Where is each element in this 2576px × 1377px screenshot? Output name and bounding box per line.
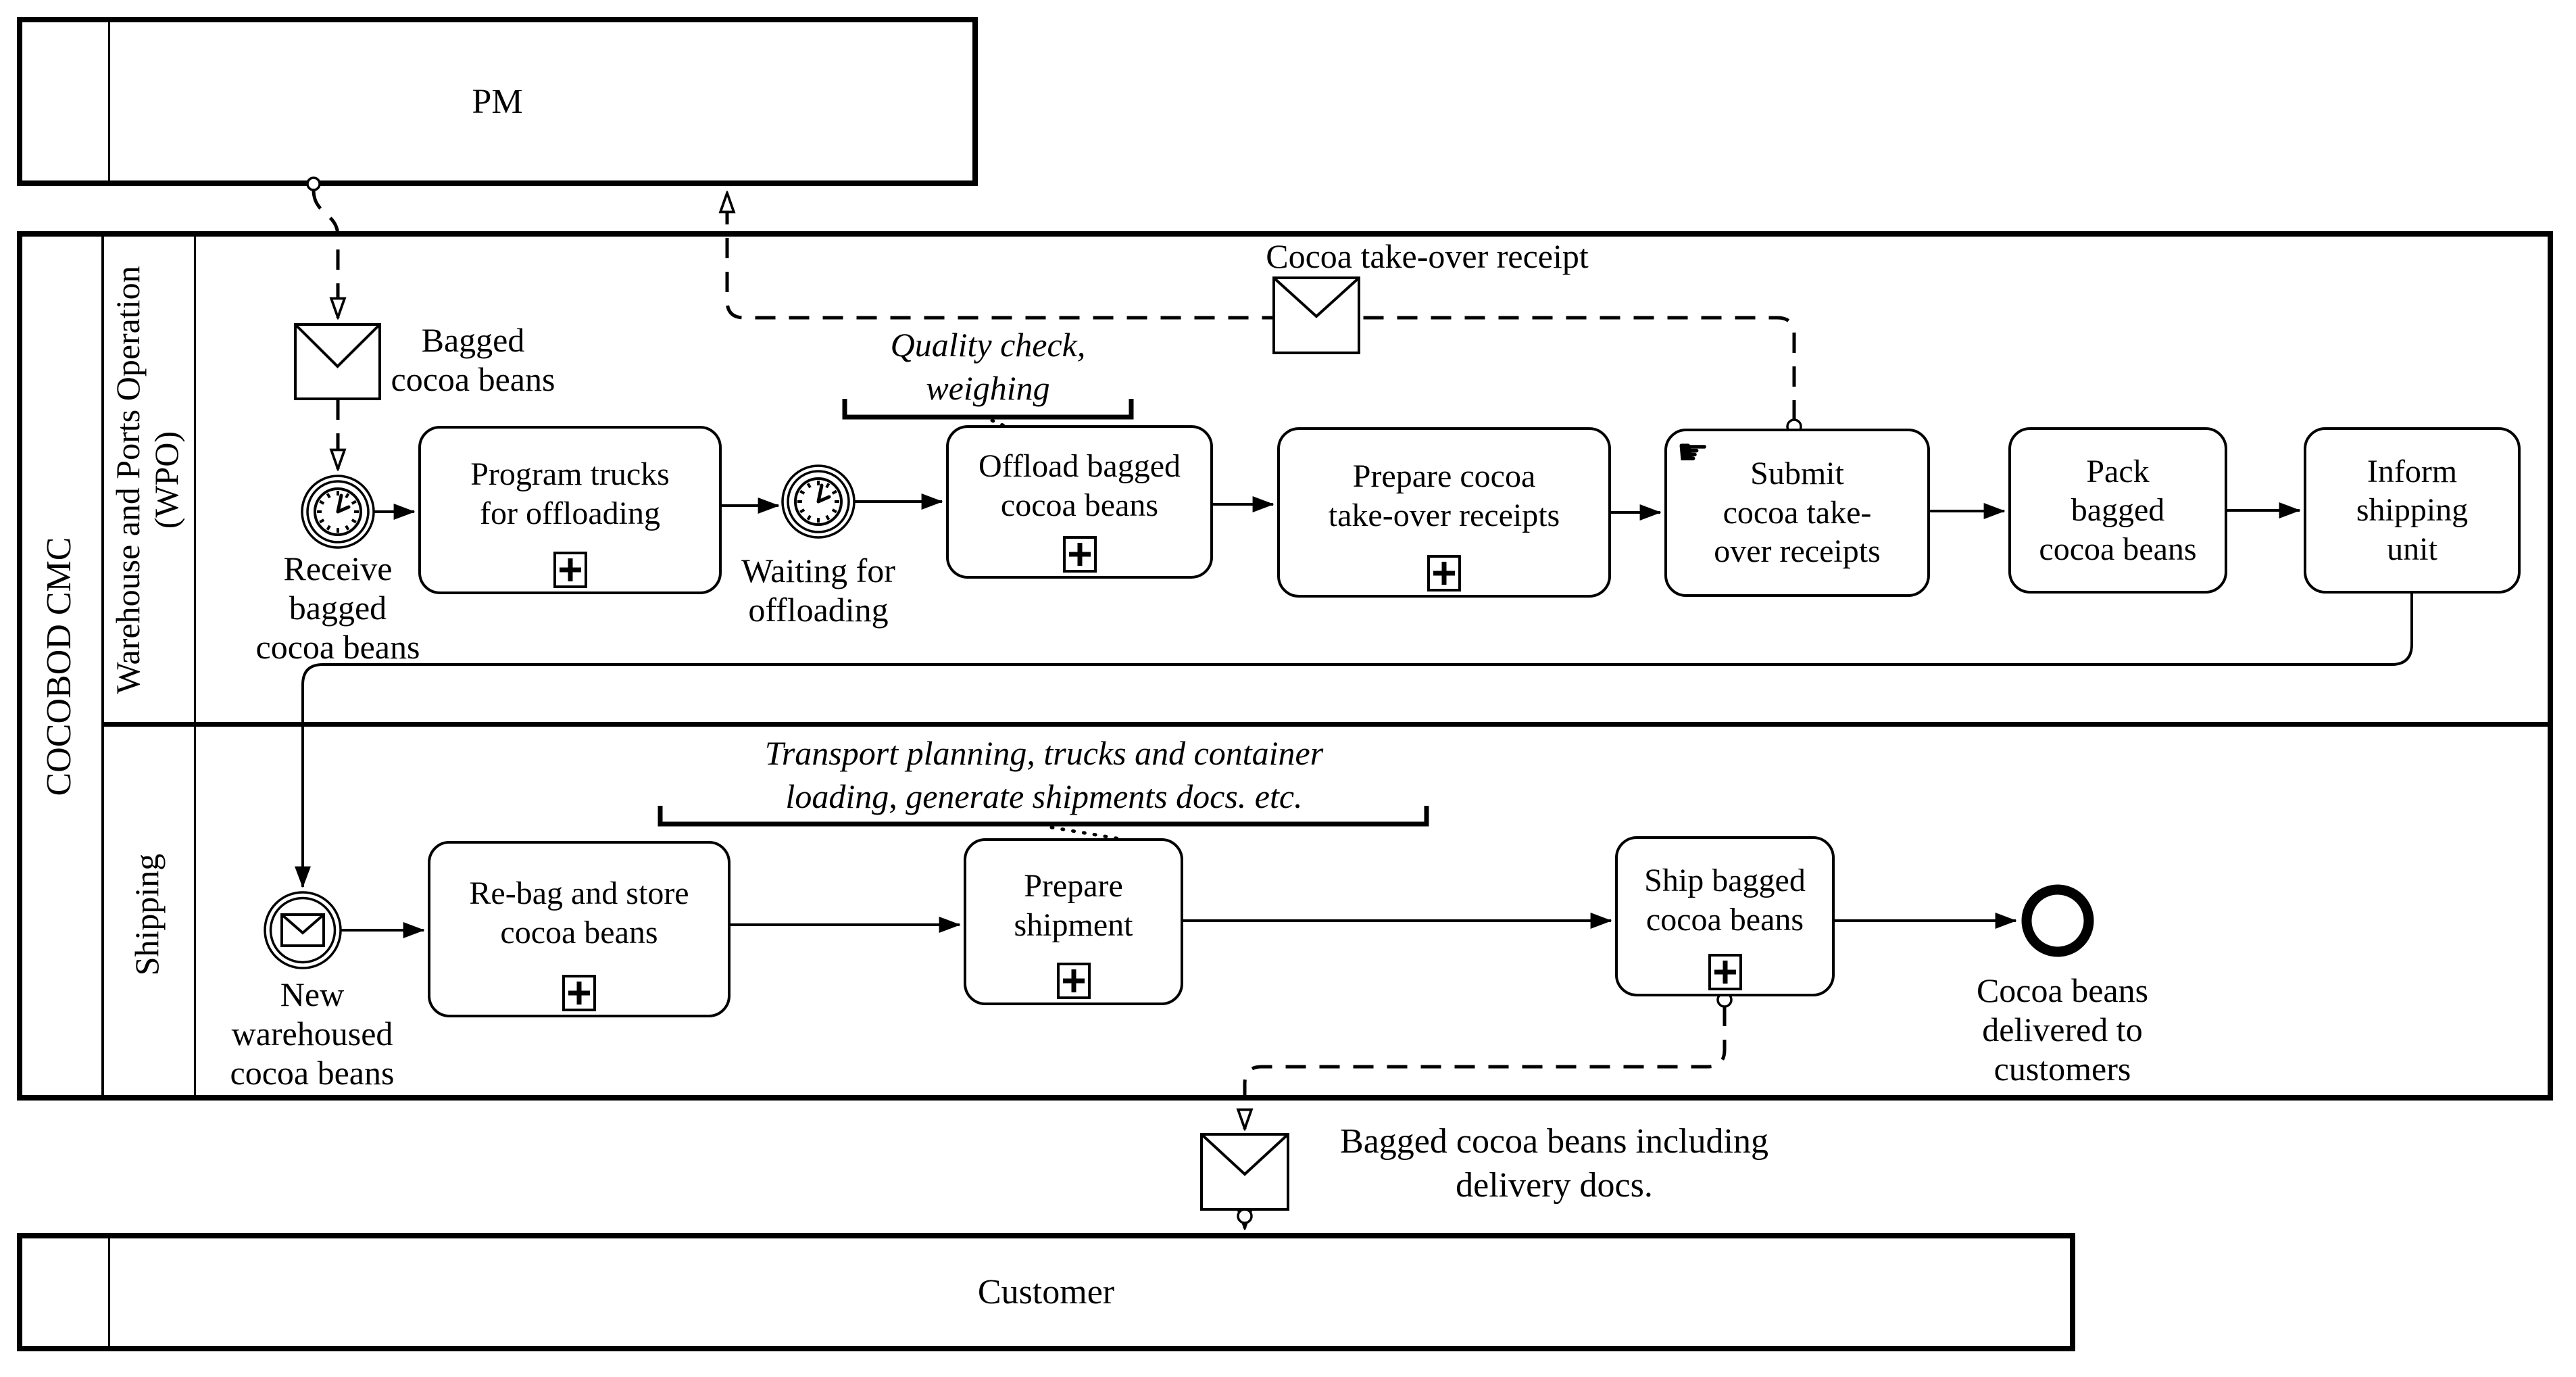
event-receive-label: Receive bagged cocoa beans: [255, 550, 420, 666]
message-flow-ship-to-envelope-delivery: [1245, 1006, 1727, 1129]
envelope-delivery-docs-icon: [1200, 1133, 1289, 1211]
message-source-dot-envelope-delivery: [1237, 1208, 1253, 1224]
event-delivered-label: Cocoa beans delivered to customers: [1976, 971, 2149, 1088]
envelope-bagged-cocoa-beans-icon: [294, 323, 381, 400]
task-pack: Pack bagged cocoa beans: [2008, 427, 2227, 594]
annotation-transport-label: Transport planning, trucks and container…: [764, 734, 1324, 815]
task-label: Offload bagged cocoa beans: [978, 448, 1181, 523]
timer-event-receive-icon: [301, 475, 375, 549]
task-prepare-receipts: Prepare cocoa take-over receipts: [1277, 427, 1611, 598]
subprocess-plus-icon: [1427, 555, 1461, 591]
task-program-trucks: Program trucks for offloading: [418, 426, 722, 594]
task-label: Program trucks for offloading: [470, 456, 670, 531]
task-label: Ship bagged cocoa beans: [1644, 862, 1806, 938]
task-inform: Inform shipping unit: [2304, 427, 2521, 594]
task-label: Prepare shipment: [1014, 867, 1133, 943]
pool-cocobod: [17, 231, 2553, 1101]
task-label: Pack bagged cocoa beans: [2039, 453, 2197, 567]
task-prepare-shipment: Prepare shipment: [964, 838, 1183, 1005]
subprocess-plus-icon: [562, 975, 596, 1011]
sequence-flow-inform-to-newwarehoused: [295, 594, 2413, 888]
lane-label-divider: [194, 231, 196, 1101]
message-bagged-label: Bagged cocoa beans: [391, 321, 555, 398]
message-receipt-label: Cocoa take-over receipt: [1266, 237, 1589, 275]
message-flow-pm-to-envelope-bagged: [312, 189, 338, 318]
message-event-new-warehoused-icon: [264, 891, 342, 969]
subprocess-plus-icon: [1708, 954, 1742, 990]
task-submit-receipts: ☛ Submit cocoa take- over receipts: [1664, 429, 1930, 597]
task-rebag: Re-bag and store cocoa beans: [428, 841, 730, 1017]
envelope-takeover-receipt-icon: [1272, 276, 1360, 354]
manual-task-hand-icon: ☛: [1677, 431, 1710, 473]
task-label: Submit cocoa take- over receipts: [1714, 456, 1881, 570]
task-ship: Ship bagged cocoa beans: [1615, 836, 1835, 996]
message-source-dot-pm: [306, 176, 321, 191]
end-event-delivered-icon: [2021, 884, 2094, 957]
message-delivery-label: Bagged cocoa beans including delivery do…: [1340, 1122, 1768, 1205]
lane-divider: [101, 722, 2553, 727]
pool-customer-label-divider: [108, 1233, 110, 1351]
pool-cocobod-label-divider: [101, 231, 104, 1101]
subprocess-plus-icon: [553, 552, 587, 588]
message-flow-submit-to-pm: [727, 193, 1796, 420]
pool-pm: [17, 17, 978, 186]
annotation-bracket-transport: [658, 806, 1429, 827]
task-label: Re-bag and store cocoa beans: [469, 875, 689, 950]
association-transport-to-prepareshipment: [1049, 825, 1131, 842]
subprocess-plus-icon: [1062, 536, 1097, 573]
annotation-bracket-quality: [842, 399, 1134, 420]
annotation-quality-label: Quality check, weighing: [890, 326, 1086, 407]
event-waiting-label: Waiting for offloading: [741, 552, 895, 629]
subprocess-plus-icon: [1056, 963, 1091, 999]
task-label: Inform shipping unit: [2356, 453, 2469, 567]
pool-pm-label-divider: [108, 17, 110, 186]
pool-customer-label: Customer: [977, 1273, 1115, 1311]
timer-event-waiting-icon: [781, 464, 856, 539]
pool-pm-label: PM: [472, 82, 523, 121]
event-new-warehoused-label: New warehoused cocoa beans: [230, 975, 395, 1092]
task-offload: Offload bagged cocoa beans: [946, 425, 1213, 579]
task-label: Prepare cocoa take-over receipts: [1328, 458, 1560, 533]
pool-customer: [17, 1233, 2075, 1351]
